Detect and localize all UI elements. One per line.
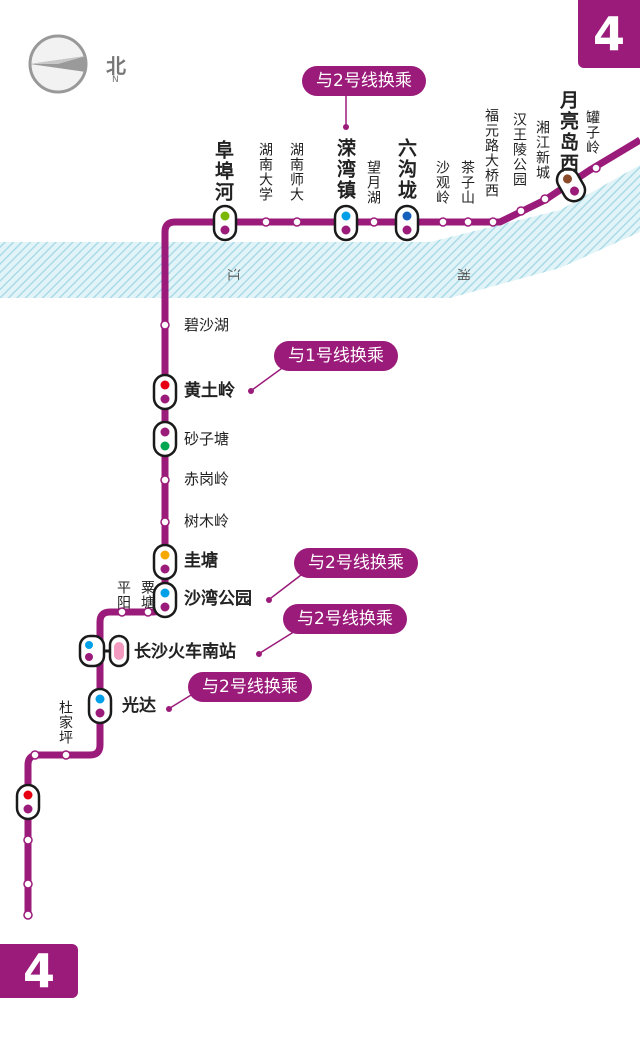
stop-dot [23, 879, 33, 889]
station-label-hunan-daxue[interactable]: 湖南大学 [257, 142, 273, 202]
station-label-fuyuanlu[interactable]: 福元路大桥西 [483, 108, 499, 198]
capsule-guangda [87, 687, 113, 725]
station-label-hunan-shida[interactable]: 湖南师大 [288, 142, 304, 202]
stop-dot [438, 217, 448, 227]
station-label-chigangling[interactable]: 赤岗岭 [184, 470, 230, 488]
station-label-hanwangling[interactable]: 汉王陵公园 [511, 112, 527, 187]
capsule-shazitang [152, 420, 178, 458]
stop-dot [160, 320, 170, 330]
stop-dot [261, 217, 271, 227]
stop-dot [488, 217, 498, 227]
capsule-yueliangdao-xi [555, 167, 587, 203]
river-label: 江 [225, 267, 241, 282]
stop-dot [30, 750, 40, 760]
stop-dot [117, 607, 127, 617]
stop-dot [160, 475, 170, 485]
station-label-guangda[interactable]: 光达 [122, 696, 156, 716]
station-label-pingyang[interactable]: 平阳 [115, 580, 131, 610]
capsule-liugoulong [394, 204, 420, 242]
xiang-river [0, 165, 640, 298]
station-label-liugoulong[interactable]: 六沟垅 [395, 138, 417, 201]
compass-label: 北 [106, 54, 126, 78]
station-label-chazishan[interactable]: 茶子山 [459, 160, 475, 205]
stop-dot [369, 217, 379, 227]
station-label-shazitang[interactable]: 砂子塘 [184, 430, 230, 448]
station-label-yueliangdao-xi[interactable]: 月亮岛西 [557, 90, 579, 174]
stop-dot [516, 206, 526, 216]
station-label-fubuhe[interactable]: 阜埠河 [212, 140, 234, 203]
station-label-guitang[interactable]: 圭塘 [184, 551, 218, 571]
station-label-guanziling[interactable]: 罐子岭 [584, 110, 600, 155]
station-label-xiangjiang-xincheng[interactable]: 湘江新城 [534, 120, 550, 180]
capsule-unnamed [15, 783, 41, 821]
capsule-huangtuling [152, 373, 178, 411]
station-label-shumuling[interactable]: 树木岭 [184, 512, 230, 530]
capsule-shawan-gongyuan [152, 581, 178, 619]
line-badge-bottom: 4 [0, 944, 78, 998]
stop-dot [591, 163, 601, 173]
stop-dot [143, 607, 153, 617]
stop-dot [23, 910, 33, 920]
station-label-yingwanzhen[interactable]: 溁湾镇 [334, 138, 356, 201]
station-label-bishahu[interactable]: 碧沙湖 [184, 316, 230, 334]
regular-stops [23, 163, 601, 920]
station-label-litang[interactable]: 粟塘 [139, 580, 155, 610]
compass-sublabel: N [112, 75, 119, 85]
station-label-changsha-huochenanzhan[interactable]: 长沙火车南站 [134, 642, 236, 662]
transfer-callout: 与2号线换乘 [188, 672, 312, 702]
transfer-stations [15, 167, 587, 821]
stop-dot [160, 517, 170, 527]
transfer-callout: 与1号线换乘 [274, 341, 398, 371]
stop-dot [463, 217, 473, 227]
station-label-shawan-gongyuan[interactable]: 沙湾公园 [184, 589, 252, 609]
station-label-shaguanling[interactable]: 沙观岭 [434, 160, 450, 205]
capsule-changsha-huochenanzhan [78, 634, 130, 668]
transfer-callout: 与2号线换乘 [302, 66, 426, 96]
capsule-fubuhe [212, 204, 238, 242]
stop-dot [61, 750, 71, 760]
river-label: 湘 [455, 267, 471, 282]
callout-pointers [169, 92, 347, 709]
compass-north-icon [28, 34, 88, 94]
callout-pointer-dots [166, 124, 349, 712]
capsule-yingwanzhen [333, 204, 359, 242]
stop-dot [23, 835, 33, 845]
station-label-huangtuling[interactable]: 黄土岭 [184, 381, 235, 401]
capsule-guitang [152, 543, 178, 581]
stop-dot [540, 194, 550, 204]
stop-dot [292, 217, 302, 227]
transfer-callout: 与2号线换乘 [283, 604, 407, 634]
station-label-wangyuehu[interactable]: 望月湖 [365, 160, 381, 205]
line-badge-top: 4 [578, 0, 640, 68]
transfer-callout: 与2号线换乘 [294, 548, 418, 578]
station-label-dujiaping[interactable]: 杜家坪 [57, 700, 73, 745]
